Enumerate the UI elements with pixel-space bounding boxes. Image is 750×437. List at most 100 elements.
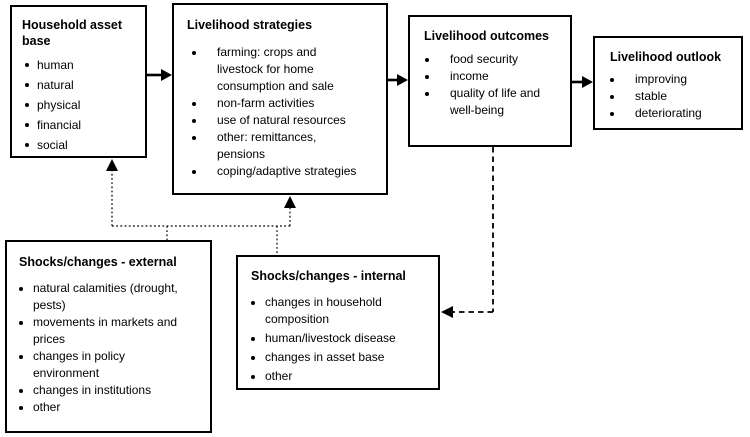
bullet-item: changes in asset base [251,349,432,366]
bullet-icon [19,389,23,393]
box-title: Shocks/changes - internal [251,269,406,283]
bullet-item: use of natural resources [187,112,376,129]
arrow-assetbase-to-strategies [147,69,172,81]
box-livelihood-strategies: Livelihood strategies farming: crops and… [172,3,388,195]
bullet-icon [192,136,196,140]
arrowhead-to-strategies [284,196,296,208]
bullet-icon [19,287,23,291]
bullet-icon [25,63,29,67]
bullet-item: changes in policy environment [19,348,204,382]
box-title: Household asset base [22,18,123,48]
bullet-text: human [37,58,74,72]
bullet-icon [425,58,429,62]
bullet-icon [25,123,29,127]
bullet-icon [25,103,29,107]
dotted-shocks-network [106,159,296,255]
bullet-icon [610,78,614,82]
bullet-icon [425,92,429,96]
bullet-item: non-farm activities [187,95,376,112]
bullet-icon [610,112,614,116]
bullet-item: farming: crops and livestock for home co… [187,44,376,95]
bullet-icon [25,83,29,87]
bullet-item: financial [22,117,137,133]
bullet-text: changes in policy environment [33,349,126,380]
bullet-item: human/livestock disease [251,330,432,347]
bullet-text: stable [635,89,668,103]
bullet-icon [425,75,429,79]
bullet-item: stable [610,88,735,105]
bullet-icon [251,356,255,360]
bullet-icon [19,321,23,325]
bullet-item: other [19,399,204,416]
bullet-icon [251,301,255,305]
bullet-text: non-farm activities [217,96,315,110]
bullet-text: natural [37,78,74,92]
bullet-text: other: remittances, pensions [217,130,317,161]
bullet-item: natural calamities (drought, pests) [19,280,204,314]
bullet-list: changes in household composition human/l… [251,294,432,385]
bullet-item: food security [424,51,564,68]
box-title: Shocks/changes - external [19,255,177,269]
bullet-icon [610,95,614,99]
bullet-text: quality of life and well-being [450,86,541,117]
arrowhead-to-assetbase [106,159,118,171]
arrow-outcomes-to-outlook [572,76,593,88]
box-household-asset-base: Household asset base human natural physi… [10,5,147,158]
bullet-text: coping/adaptive strategies [217,164,357,178]
bullet-text: natural calamities (drought, pests) [33,281,178,312]
bullet-icon [192,51,196,55]
box-title: Livelihood outcomes [424,29,550,43]
bullet-icon [192,102,196,106]
bullet-text: physical [37,98,81,112]
bullet-icon [251,337,255,341]
bullet-text: changes in institutions [33,383,152,397]
bullet-text: financial [37,118,82,132]
bullet-text: improving [635,72,688,86]
bullet-item: other: remittances, pensions [187,129,376,163]
box-title: Livelihood strategies [187,18,313,32]
bullet-text: other [265,369,293,383]
bullet-icon [192,170,196,174]
bullet-item: physical [22,97,137,113]
bullet-list: farming: crops and livestock for home co… [187,44,376,180]
bullet-item: movements in markets and prices [19,314,204,348]
box-livelihood-outcomes: Livelihood outcomes food security income… [408,15,572,147]
bullet-text: deteriorating [635,106,702,120]
bullet-icon [19,355,23,359]
bullet-text: use of natural resources [217,113,346,127]
bullet-item: natural [22,77,137,93]
bullet-item: coping/adaptive strategies [187,163,376,180]
bullet-text: food security [450,52,519,66]
bullet-text: human/livestock disease [265,331,396,345]
box-shocks-external: Shocks/changes - external natural calami… [5,240,212,433]
bullet-list: human natural physical financial social [22,57,137,153]
bullet-list: natural calamities (drought, pests) move… [19,280,204,416]
box-livelihood-outlook: Livelihood outlook improving stable dete… [593,36,743,130]
dashed-arrow-outcomes-to-internal [441,147,494,318]
bullet-icon [19,406,23,410]
bullet-list: improving stable deteriorating [610,71,735,122]
arrow-strategies-to-outcomes [388,74,408,86]
box-title: Livelihood outlook [610,50,722,64]
bullet-icon [25,143,29,147]
bullet-text: farming: crops and livestock for home co… [217,45,334,93]
bullet-text: changes in asset base [265,350,385,364]
bullet-text: income [450,69,489,83]
bullet-icon [192,119,196,123]
bullet-item: human [22,57,137,73]
bullet-item: changes in household composition [251,294,432,328]
bullet-text: changes in household composition [265,295,382,326]
bullet-text: social [37,138,68,152]
bullet-text: movements in markets and prices [33,315,178,346]
bullet-list: food security income quality of life and… [424,51,564,119]
bullet-item: other [251,368,432,385]
box-shocks-internal: Shocks/changes - internal changes in hou… [236,255,440,390]
bullet-icon [251,375,255,379]
bullet-item: social [22,137,137,153]
bullet-item: changes in institutions [19,382,204,399]
bullet-item: deteriorating [610,105,735,122]
bullet-item: income [424,68,564,85]
bullet-item: quality of life and well-being [424,85,564,119]
